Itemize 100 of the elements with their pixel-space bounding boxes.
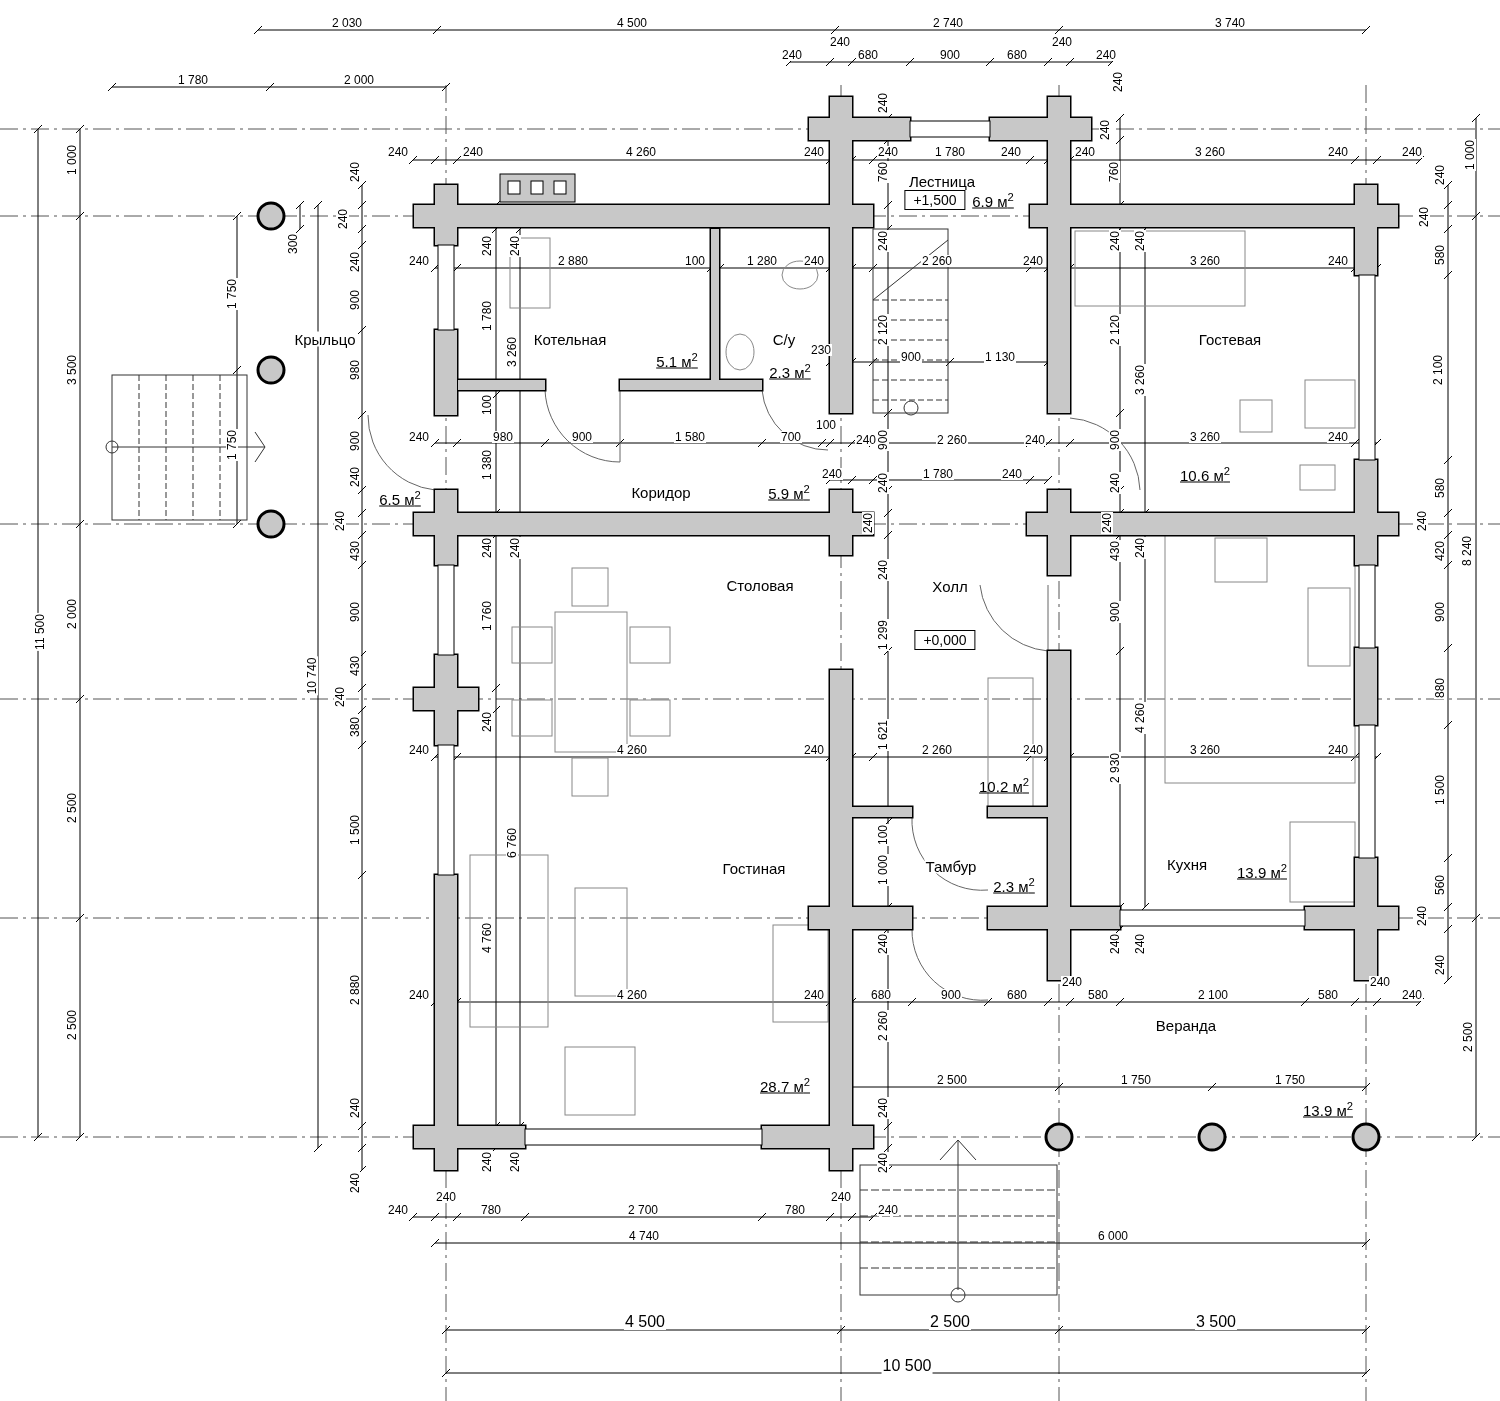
dimension-label: 240	[1134, 933, 1146, 955]
dimension-label: 3 260	[1194, 146, 1226, 158]
dimension-label: 3 260	[1189, 431, 1221, 443]
dimension-label: 240	[481, 537, 493, 559]
dimension-label: 700	[780, 431, 802, 443]
dimension-label: 240	[387, 146, 409, 158]
dimension-label: 240	[877, 146, 899, 158]
dimension-label: 1 750	[226, 278, 238, 310]
level-mark: +1,500	[904, 190, 966, 210]
dimension-label: 240	[435, 1191, 457, 1203]
dimension-label: 430	[349, 540, 361, 562]
dimension-label: 240	[349, 161, 361, 183]
dimension-label: 240	[1416, 905, 1428, 927]
dimension-label: 680	[1006, 989, 1028, 1001]
dimension-label: 980	[492, 431, 514, 443]
dimension-label: 3 500	[66, 354, 78, 386]
dimension-label: 1 280	[746, 255, 778, 267]
dimension-label: 240	[481, 1151, 493, 1173]
dimension-label: 1 780	[922, 468, 954, 480]
dimension-label: 240	[1051, 36, 1073, 48]
dimension-label: 2 030	[331, 17, 363, 29]
dimension-label: 240	[830, 1191, 852, 1203]
dimension-label: 2 260	[877, 1010, 889, 1042]
dimension-label: 240	[509, 1151, 521, 1173]
dimension-label: 240	[877, 933, 889, 955]
area-label: 13.9 м$^{2}$	[1303, 1102, 1353, 1118]
dimension-label: 240	[349, 1172, 361, 1194]
dimension-label: 240	[1095, 49, 1117, 61]
area-label: 10.2 м$^{2}$	[979, 778, 1029, 794]
dimension-label: 240	[1112, 71, 1124, 93]
dimension-label: 3 500	[1195, 1314, 1237, 1330]
dimension-label: 10 740	[306, 656, 318, 696]
dimension-label: 240	[862, 512, 874, 534]
dimension-label: 240	[337, 208, 349, 230]
level-mark: +0,000	[914, 630, 976, 650]
dimension-label: 240	[1022, 744, 1044, 756]
dimension-label: 240	[1134, 537, 1146, 559]
area-label: 13.9 м$^{2}$	[1237, 864, 1287, 880]
dimension-label: 240	[349, 1097, 361, 1119]
dimension-label: 240	[462, 146, 484, 158]
dimension-label: 1 580	[674, 431, 706, 443]
dimension-label: 680	[870, 989, 892, 1001]
dimension-label: 2 000	[343, 74, 375, 86]
dimension-label: 680	[1006, 49, 1028, 61]
dimension-label: 2 260	[936, 434, 968, 446]
dimension-label: 580	[1317, 989, 1339, 1001]
dimension-label: 240	[1022, 255, 1044, 267]
dimension-label: 240	[1327, 431, 1349, 443]
dimension-label: 240	[1109, 230, 1121, 252]
dimension-label: 10 500	[881, 1358, 933, 1374]
dimension-label: 1 750	[1274, 1074, 1306, 1086]
dimension-label: 240	[877, 559, 889, 581]
dimension-label: 3 260	[506, 336, 518, 368]
dimension-label: 240	[1109, 933, 1121, 955]
dimension-label: 4 260	[625, 146, 657, 158]
dimension-label: 240	[1401, 989, 1423, 1001]
dimension-label: 680	[857, 49, 879, 61]
dimension-label: 100	[877, 824, 889, 846]
dimension-label: 1 780	[934, 146, 966, 158]
dimension-label: 4 500	[624, 1314, 666, 1330]
dimension-label: 240	[1000, 146, 1022, 158]
dimension-label: 8 240	[1461, 535, 1473, 567]
dimension-label: 240	[481, 235, 493, 257]
dimension-label: 580	[1434, 244, 1446, 266]
dimension-label: 1 780	[481, 300, 493, 332]
area-label: 6.9 м$^{2}$	[972, 193, 1014, 209]
area-label: 5.1 м$^{2}$	[656, 353, 698, 369]
dimension-label: 240	[877, 1204, 899, 1216]
dimension-label: 580	[1087, 989, 1109, 1001]
dimension-label: 240	[334, 686, 346, 708]
dimension-label: 240	[1434, 954, 1446, 976]
dimension-label: 240	[1418, 206, 1430, 228]
dimension-label: 900	[877, 429, 889, 451]
dimension-label: 4 760	[481, 922, 493, 954]
dimension-label: 1 130	[984, 351, 1016, 363]
dimension-label: 900	[349, 289, 361, 311]
dimension-label: 430	[1109, 540, 1121, 562]
dimension-label: 6 760	[506, 827, 518, 859]
dimension-label: 3 260	[1134, 364, 1146, 396]
dimension-label: 240	[877, 1097, 889, 1119]
dimension-label: 1 750	[1120, 1074, 1152, 1086]
dimension-label: 980	[349, 359, 361, 381]
dimension-label: 240	[781, 49, 803, 61]
area-label: 6.5 м$^{2}$	[379, 491, 421, 507]
dimension-label: 900	[900, 351, 922, 363]
dimension-label: 240	[509, 235, 521, 257]
dimension-label: 240	[803, 744, 825, 756]
dimension-label: 240	[509, 537, 521, 559]
dimension-label: 4 740	[628, 1230, 660, 1242]
dimension-label: 1 000	[66, 144, 78, 176]
dimension-label: 240	[1327, 744, 1349, 756]
room-label: С/у	[771, 331, 797, 347]
dimension-label: 2 100	[1432, 354, 1444, 386]
dimension-label: 240	[1327, 146, 1349, 158]
dimension-label: 2 120	[1109, 314, 1121, 346]
dimension-label: 3 740	[1214, 17, 1246, 29]
dimension-label: 240	[1074, 146, 1096, 158]
dimension-label: 900	[1109, 429, 1121, 451]
dimension-label: 240	[387, 1204, 409, 1216]
dimension-label: 240	[408, 989, 430, 1001]
